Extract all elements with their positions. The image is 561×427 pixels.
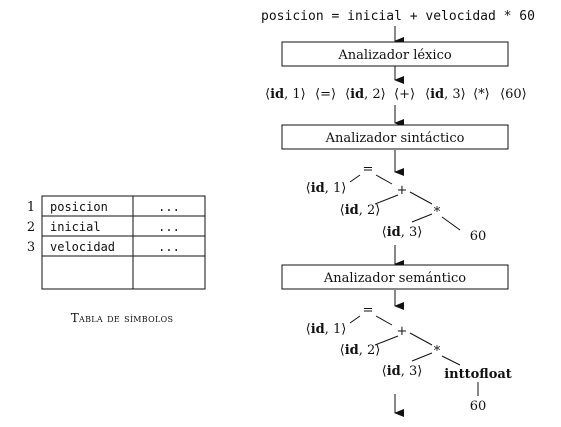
edge: [374, 194, 399, 205]
token-1: ⟨id, 1⟩: [265, 87, 306, 102]
semantic-node-assign: =: [363, 303, 374, 318]
phase-label-semantic: Analizador semántico: [323, 271, 466, 286]
semantic-node-times: *: [434, 344, 441, 359]
syntax-node-id3: ⟨id, 3⟩: [382, 225, 423, 240]
edge: [411, 352, 433, 362]
edge: [409, 191, 433, 205]
token-5: ⟨id, 3⟩: [425, 87, 466, 102]
symbol-row-index: 3: [27, 240, 35, 255]
semantic-node-plus: +: [397, 324, 408, 339]
syntax-node-plus: +: [397, 183, 408, 198]
symbol-row-index: 2: [27, 220, 35, 235]
syntax-tree: = ⟨id, 1⟩ + ⟨id, 2⟩ * ⟨id, 3⟩ 60: [306, 162, 487, 244]
phase-label-lexer: Analizador léxico: [337, 48, 452, 63]
syntax-node-60: 60: [470, 229, 487, 244]
semantic-node-id1: ⟨id, 1⟩: [306, 322, 347, 337]
token-2: ⟨=⟩: [315, 87, 336, 102]
syntax-node-assign: =: [363, 162, 374, 177]
symbol-row-info: ...: [158, 200, 180, 214]
symbol-row-index: 1: [27, 200, 35, 215]
semantic-node-id2: ⟨id, 2⟩: [340, 343, 381, 358]
phase-box-semantic: Analizador semántico: [281, 264, 509, 290]
semantic-tree: = ⟨id, 1⟩ + ⟨id, 2⟩ * ⟨id, 3⟩ inttofloat…: [306, 303, 512, 414]
edge: [411, 213, 433, 223]
edge: [374, 335, 399, 346]
edge: [441, 355, 461, 366]
symbol-row-name: posicion: [50, 200, 108, 214]
symbol-table-caption: Tabla de símbolos: [71, 311, 174, 325]
symbol-row-name: velocidad: [50, 240, 115, 254]
symbol-table-frame: [41, 195, 206, 290]
semantic-node-id3: ⟨id, 3⟩: [382, 364, 423, 379]
token-stream: ⟨id, 1⟩ ⟨=⟩ ⟨id, 2⟩ ⟨+⟩ ⟨id, 3⟩ ⟨*⟩ ⟨60⟩: [265, 87, 527, 102]
semantic-node-60: 60: [470, 399, 487, 414]
syntax-node-times: *: [434, 205, 441, 220]
syntax-node-id1: ⟨id, 1⟩: [306, 181, 347, 196]
edge: [409, 332, 433, 346]
edge: [349, 315, 361, 324]
semantic-node-inttofloat: inttofloat: [444, 367, 512, 382]
phase-box-lexer: Analizador léxico: [281, 41, 509, 67]
edge: [441, 216, 461, 231]
edge: [375, 315, 393, 326]
edge: [375, 174, 393, 185]
token-7: ⟨60⟩: [500, 87, 527, 102]
symbol-row-info: ...: [158, 220, 180, 234]
phase-label-parser: Analizador sintáctico: [325, 131, 465, 146]
token-6: ⟨*⟩: [473, 87, 490, 102]
syntax-node-id2: ⟨id, 2⟩: [340, 203, 381, 218]
symbol-row-name: inicial: [50, 220, 101, 234]
token-4: ⟨+⟩: [394, 87, 415, 102]
edge: [349, 174, 361, 183]
symbol-table: 1 2 3 posicion inicial velocidad ... ...…: [27, 195, 206, 325]
symbol-row-info: ...: [158, 240, 180, 254]
token-3: ⟨id, 2⟩: [345, 87, 386, 102]
source-statement: posicion = inicial + velocidad * 60: [261, 9, 535, 24]
phase-box-parser: Analizador sintáctico: [281, 124, 509, 150]
